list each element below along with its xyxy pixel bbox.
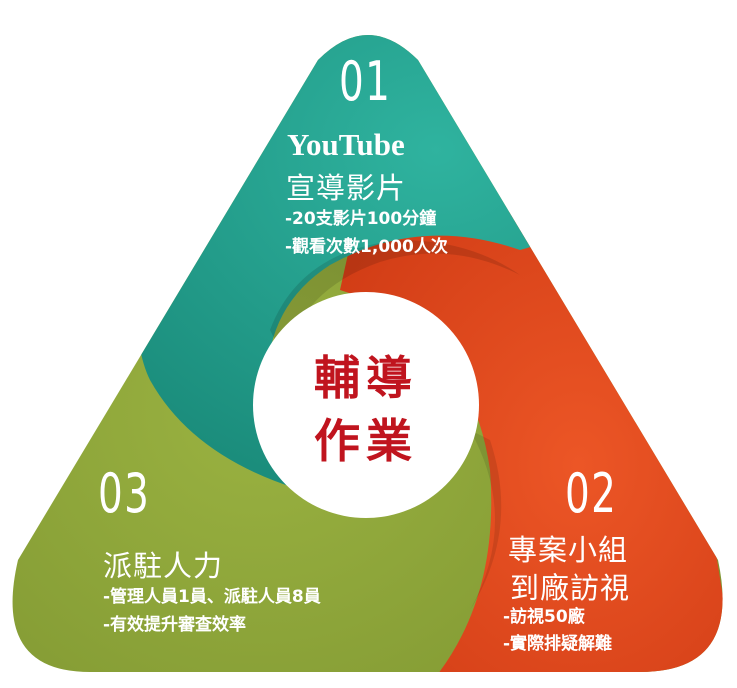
- section-visit-title-line2: 到廠訪視: [510, 571, 631, 605]
- section-youtube-title-line1: YouTube: [287, 127, 405, 162]
- center-title-line2: 作業: [314, 414, 418, 468]
- section-youtube-title-line2: 宣導影片: [286, 171, 407, 205]
- section-staff-bullet-1: -管理人員1員、派駐人員8員: [103, 587, 321, 607]
- section-staff-number: 03: [98, 462, 151, 525]
- section-youtube-bullet-2: -觀看次數1,000人次: [285, 237, 448, 257]
- center-title-line1: 輔導: [314, 351, 418, 405]
- section-visit-bullet-1: -訪視50廠: [503, 607, 585, 627]
- section-staff-bullet-2: -有效提升審查效率: [103, 615, 247, 635]
- section-visit-title-line1: 專案小組: [508, 533, 629, 567]
- section-visit-bullet-2: -實際排疑解難: [503, 634, 613, 654]
- center-circle: [253, 292, 479, 518]
- section-youtube-bullet-1: -20支影片100分鐘: [285, 209, 437, 229]
- section-staff-title: 派駐人力: [103, 549, 224, 583]
- section-visit-number: 02: [565, 462, 618, 525]
- section-youtube-number: 01: [339, 50, 392, 113]
